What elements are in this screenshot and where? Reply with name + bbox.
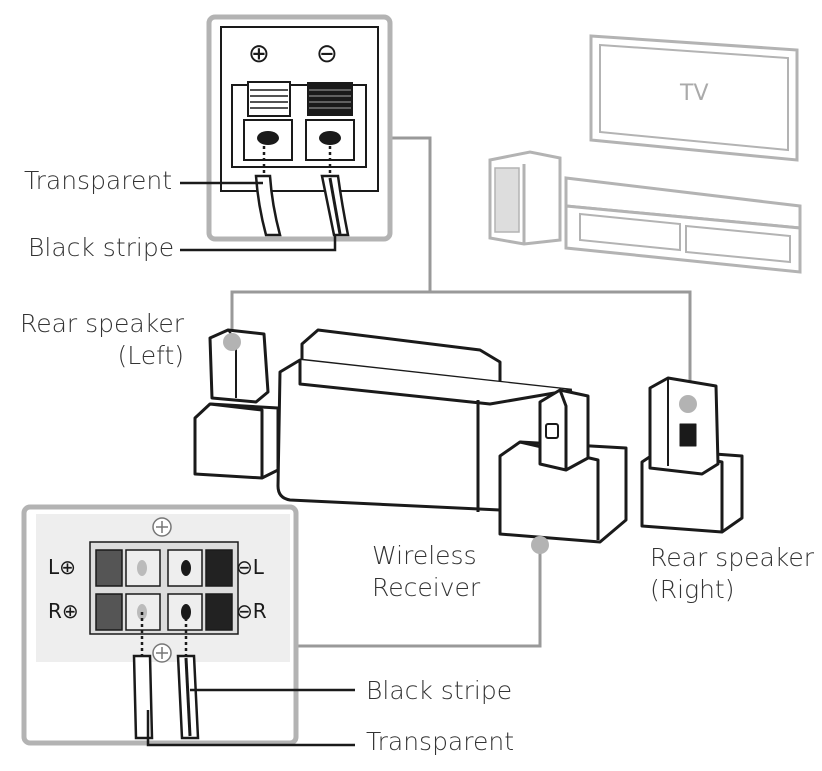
rear-left-dot [223,333,241,351]
leader-black-stripe-top [180,236,337,252]
minus-terminal-clip [307,82,353,116]
plus-terminal-hole [257,131,279,145]
label-rear-right-line2: (Right) [650,575,735,604]
label-transparent-top: Transparent [24,166,173,195]
tv-label: TV [679,81,709,106]
leader-transparent-bottom [146,710,355,747]
label-transparent-bottom: Transparent [366,727,515,756]
right-minus-mark: ⊖R [236,599,267,623]
minus-terminal-hole [319,131,341,145]
left-plus-mark: L⊕ [48,555,76,579]
right-plus-mark: R⊕ [48,599,79,623]
plus-symbol: ⊕ [248,39,270,69]
top-terminal-panel: ⊕ ⊖ [180,14,393,252]
plus-terminal-clip [247,81,291,117]
sofa [276,328,573,512]
label-rear-left-line1: Rear speaker [19,309,184,338]
subwoofer [488,150,562,246]
label-wireless-line2: Receiver [372,573,481,602]
minus-symbol: ⊖ [316,39,338,69]
label-rear-left-line2: (Left) [117,341,184,370]
line-rear-speakers [230,290,692,400]
rear-right-dot [679,395,697,413]
connector-lines [230,136,692,648]
rear-speaker-right [640,376,744,534]
bottom-terminal-panel: L⊕ ⊖L R⊕ ⊖R [21,504,355,747]
label-wireless-line1: Wireless [372,541,477,570]
left-minus-mark: ⊖L [236,555,265,579]
line-top-panel [390,136,432,292]
tv: TV [589,34,799,162]
label-black-stripe-bottom: Black stripe [366,676,513,705]
bottom-wires [132,612,200,740]
line-receiver [298,545,542,648]
label-rear-right-line1: Rear speaker [650,543,815,572]
tv-stand [564,176,802,274]
wireless-receiver [498,388,628,544]
label-black-stripe-top: Black stripe [28,233,175,262]
top-wires [254,140,350,237]
rear-speaker-left [193,328,280,480]
receiver-dot [531,536,549,554]
